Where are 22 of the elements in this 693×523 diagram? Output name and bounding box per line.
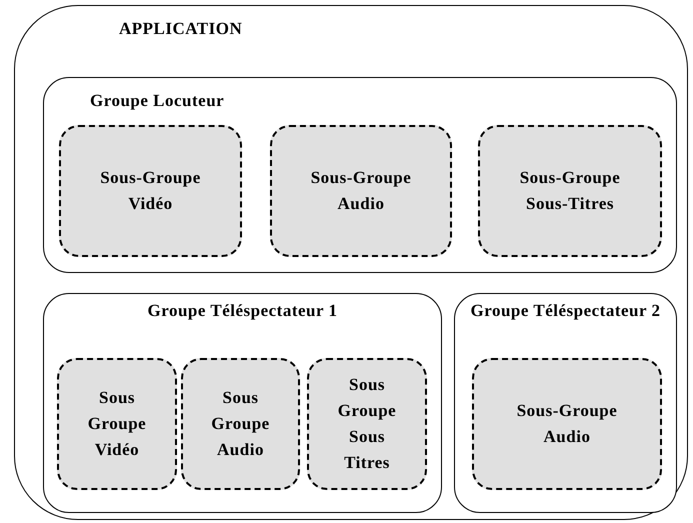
subgroup-label: Sous-Groupe Vidéo <box>99 167 202 215</box>
subgroup-label: Sous-Groupe Audio <box>310 167 412 215</box>
subgroup-label: Sous-Groupe Sous-Titres <box>518 167 622 215</box>
group-title: Groupe Téléspectateur 2 <box>470 300 662 322</box>
application-container <box>14 5 688 520</box>
group-title: Groupe Locuteur <box>90 90 224 112</box>
group-title: Groupe Téléspectateur 1 <box>146 300 338 322</box>
group-title: APPLICATION <box>119 18 242 40</box>
subgroup-label: Sous Groupe Vidéo <box>86 387 148 461</box>
subgroup-box <box>181 358 300 490</box>
subgroup-box <box>57 358 177 490</box>
group-container <box>43 77 677 273</box>
subgroup-label: Sous Groupe Audio <box>210 387 271 461</box>
subgroup-box <box>59 125 242 257</box>
subgroup-label: Sous Groupe Sous Titres <box>336 374 398 474</box>
subgroup-box <box>478 125 662 257</box>
subgroup-label: Sous-Groupe Audio <box>516 400 618 448</box>
subgroup-box <box>307 358 427 490</box>
subgroup-box <box>270 125 452 257</box>
group-container <box>454 293 677 513</box>
subgroup-box <box>472 358 662 490</box>
group-container <box>43 293 442 513</box>
